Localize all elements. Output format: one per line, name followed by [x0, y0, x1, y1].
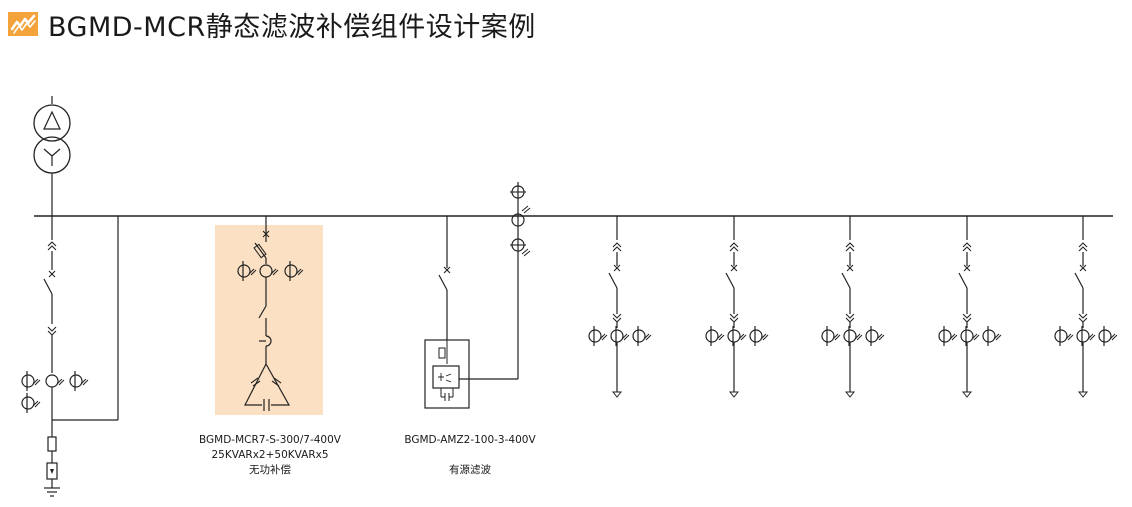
- lightning-icon: [8, 12, 38, 36]
- outgoing-feeder-1: [589, 216, 651, 397]
- mcr-model: BGMD-MCR7-S-300/7-400V: [199, 434, 341, 446]
- title-bar: BGMD-MCR静态滤波补偿组件设计案例: [8, 6, 536, 43]
- mcr-capacity: 25KVARx2+50KVARx5: [211, 449, 329, 461]
- amz-function: 有源滤波: [449, 464, 491, 476]
- outgoing-feeder-3: [822, 216, 884, 397]
- mcr-highlight-box: [215, 225, 323, 415]
- outgoing-feeder-4: [939, 216, 1001, 397]
- page-title: BGMD-MCR静态滤波补偿组件设计案例: [48, 11, 536, 43]
- outgoing-feeder-5: [1055, 216, 1117, 397]
- amz-filter-branch: [424, 182, 531, 409]
- mcr-caption: BGMD-MCR7-S-300/7-400V 25KVARx2+50KVARx5…: [175, 433, 365, 478]
- outgoing-feeder-2: [706, 216, 768, 397]
- amz-caption: BGMD-AMZ2-100-3-400V 有源滤波: [385, 433, 555, 478]
- transformer-icon: [33, 96, 71, 216]
- amz-model: BGMD-AMZ2-100-3-400V: [404, 434, 536, 446]
- mcr-compensation-branch: [237, 216, 304, 411]
- incoming-feeder: [21, 216, 119, 497]
- mcr-function: 无功补偿: [249, 464, 291, 476]
